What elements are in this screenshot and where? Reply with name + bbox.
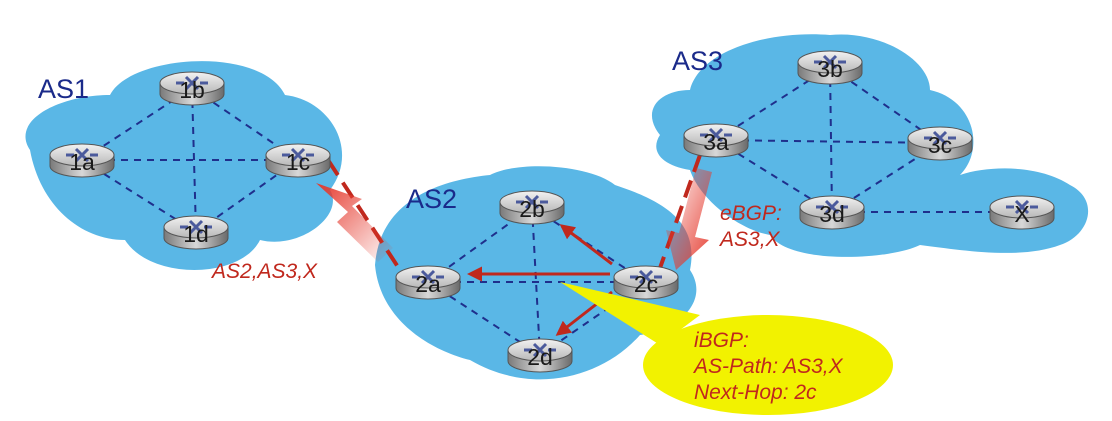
router-1b: 1b xyxy=(158,70,226,107)
ibgp-next-hop-label: Next-Hop: 2c xyxy=(694,381,817,404)
router-3a: 3a xyxy=(682,122,750,159)
router-2d: 2d xyxy=(506,337,574,374)
ibgp-callout-pointer xyxy=(560,282,700,345)
as3-label: AS3 xyxy=(672,46,723,76)
svg-text:2a: 2a xyxy=(415,271,441,297)
router-1c: 1c xyxy=(264,142,332,179)
svg-text:X: X xyxy=(1014,201,1029,227)
router-1a: 1a xyxy=(48,142,116,179)
svg-text:2b: 2b xyxy=(519,196,545,222)
advert-arrow-to-1c xyxy=(316,183,393,262)
as3-cloud xyxy=(651,34,1089,257)
router-2b: 2b xyxy=(498,189,566,226)
ebgp-path-label: AS3,X xyxy=(718,228,781,251)
router-2c: 2c xyxy=(612,264,680,301)
svg-text:2c: 2c xyxy=(634,271,658,297)
svg-text:3d: 3d xyxy=(819,201,845,227)
svg-text:1c: 1c xyxy=(286,149,310,175)
as1-cloud xyxy=(25,61,343,270)
router-3b: 3b xyxy=(796,49,864,86)
as1-label: AS1 xyxy=(38,74,89,104)
as2-label: AS2 xyxy=(406,184,457,214)
svg-text:3a: 3a xyxy=(703,129,729,155)
router-1d: 1d xyxy=(162,214,230,251)
ebgp-label: eBGP: xyxy=(720,202,782,225)
router-3c: 3c xyxy=(906,125,974,162)
ibgp-label: iBGP: xyxy=(694,329,749,352)
ibgp-callout xyxy=(643,315,893,415)
svg-text:3b: 3b xyxy=(817,56,843,82)
advert-arrow-to-2c xyxy=(666,168,712,270)
as-path-label: AS2,AS3,X xyxy=(210,260,318,283)
svg-text:1d: 1d xyxy=(183,221,209,247)
router-3d: 3d xyxy=(798,194,866,231)
ibgp-as-path-label: AS-Path: AS3,X xyxy=(692,355,844,378)
svg-text:3c: 3c xyxy=(928,132,952,158)
router-x: X xyxy=(988,194,1056,231)
router-2a: 2a xyxy=(394,264,462,301)
svg-text:1a: 1a xyxy=(69,149,95,175)
svg-text:1b: 1b xyxy=(179,77,205,103)
svg-text:2d: 2d xyxy=(527,344,553,370)
